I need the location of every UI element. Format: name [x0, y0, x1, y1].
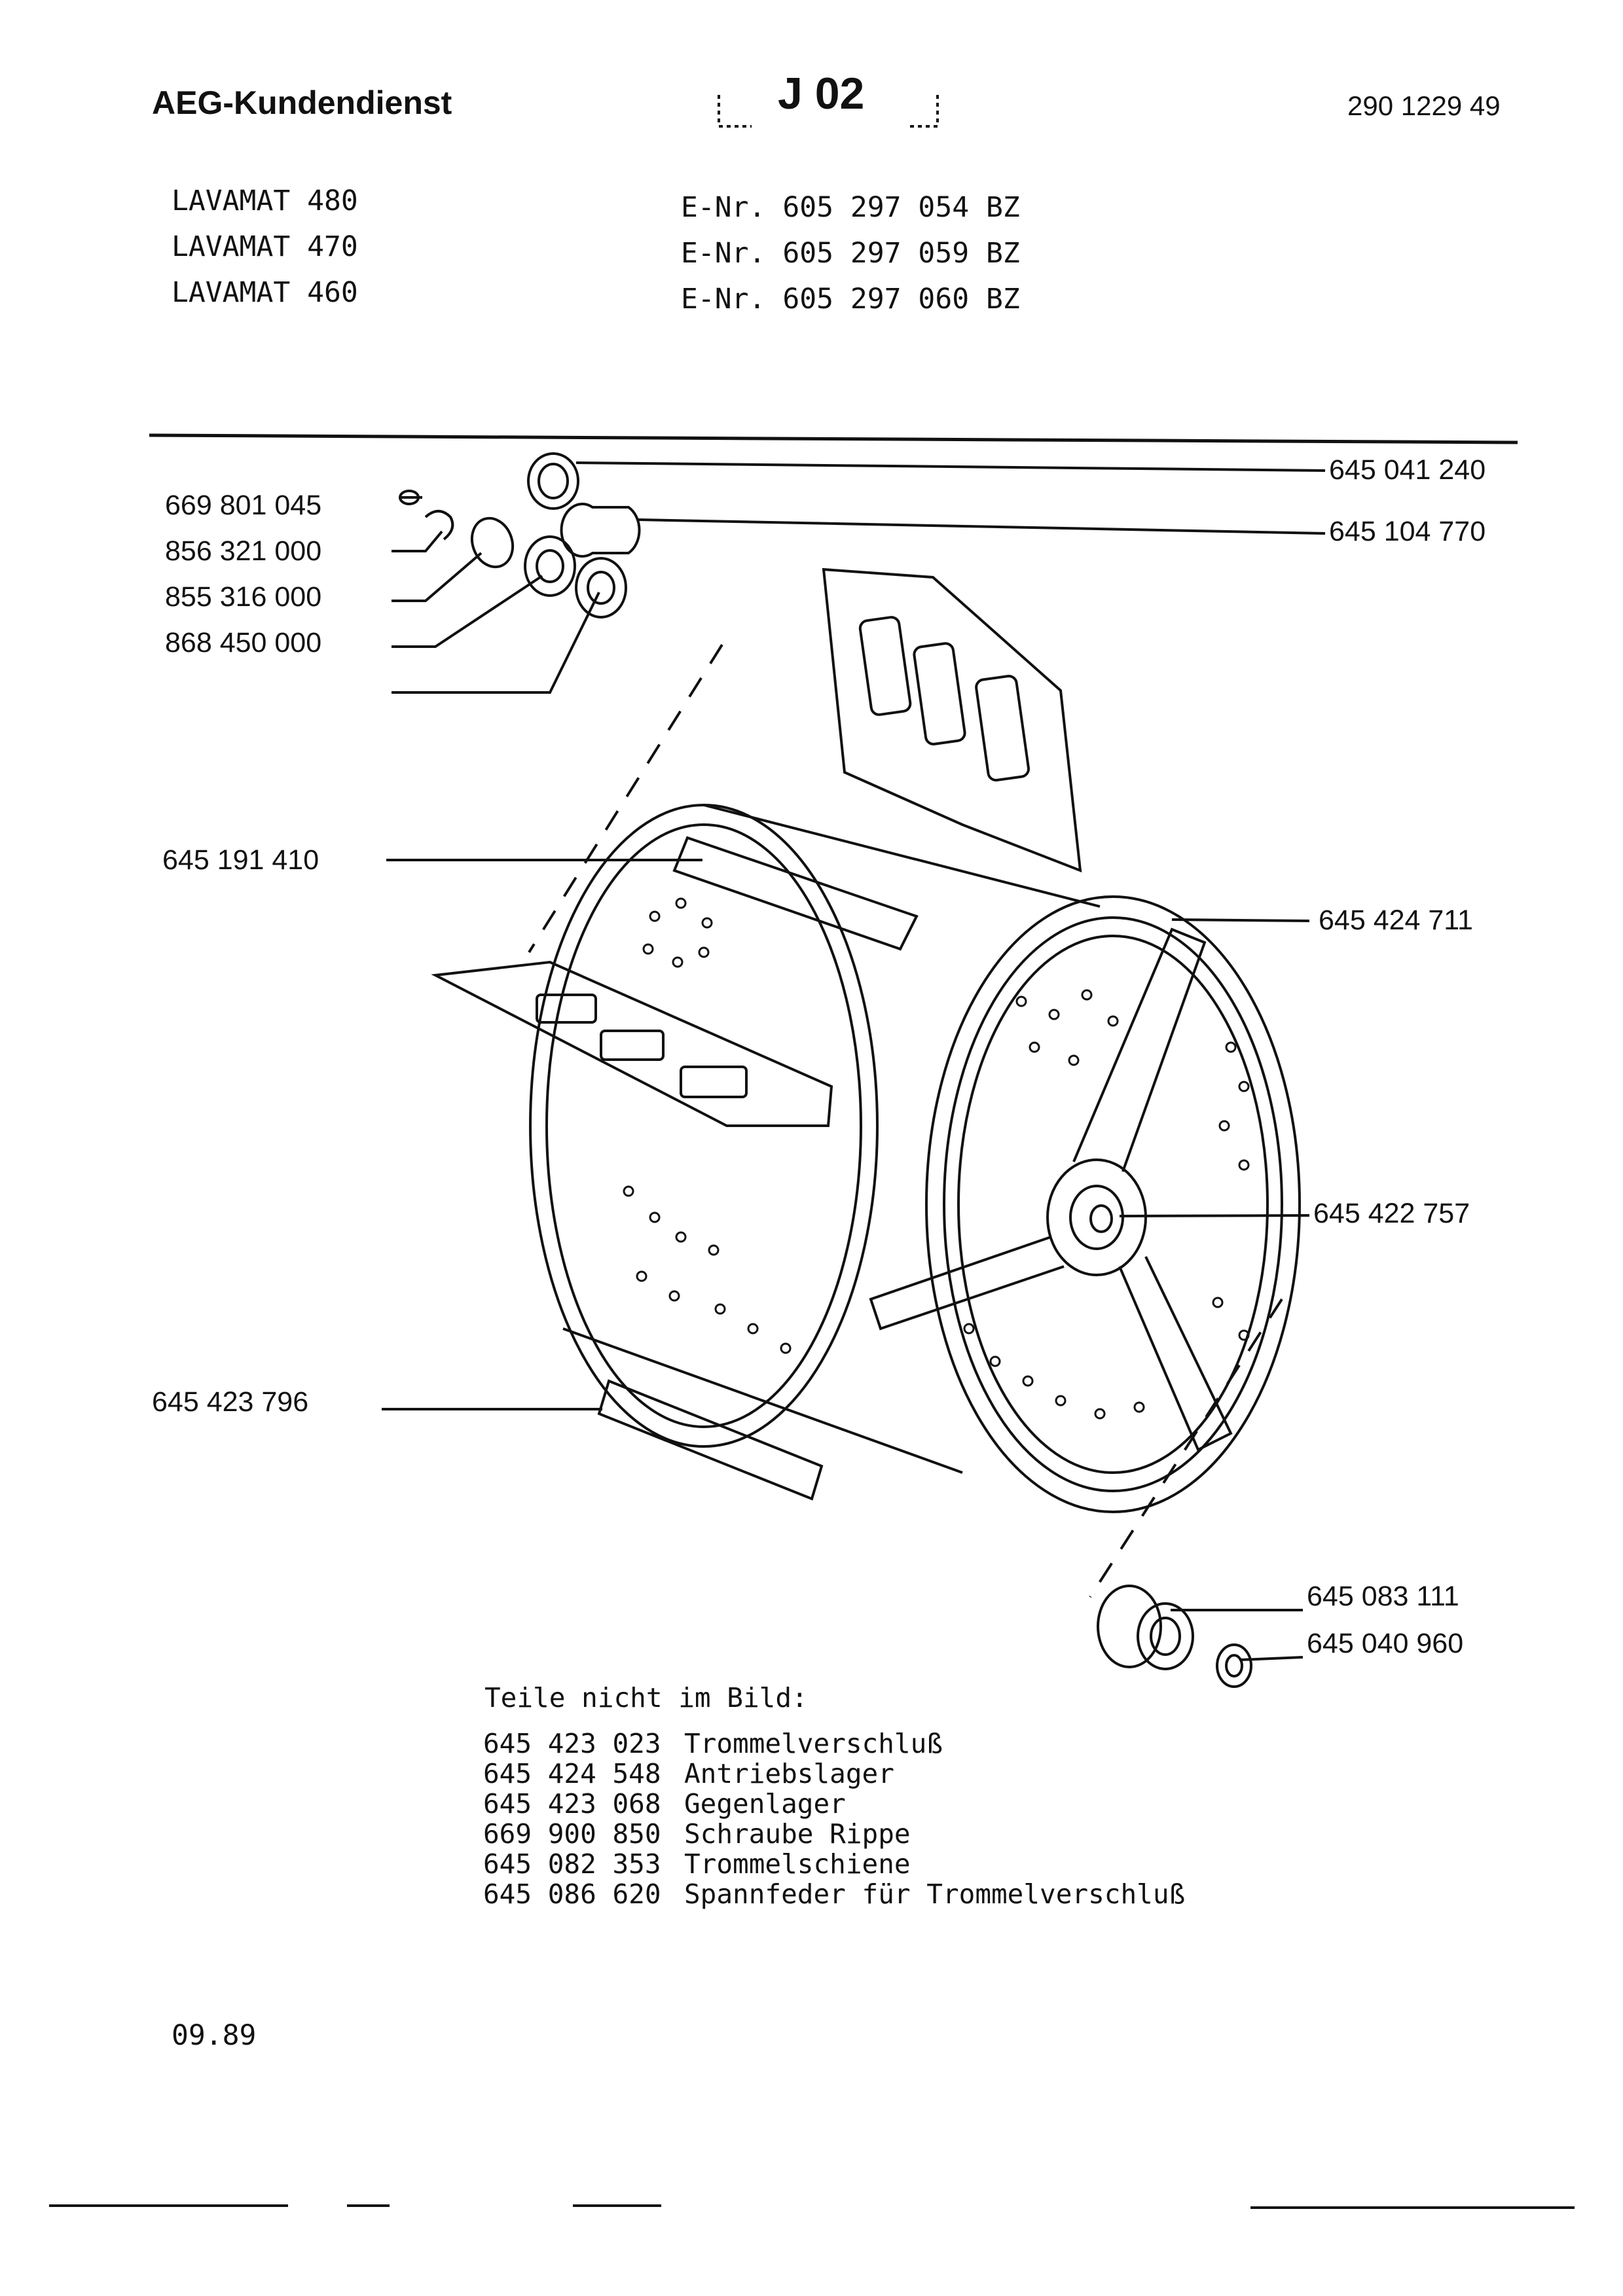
model-enr: E-Nr. 605 297 059 BZ: [681, 237, 1020, 270]
drum-perforations: [623, 897, 1250, 1420]
model-name: LAVAMAT 460: [172, 276, 358, 309]
leader-645104770: [638, 518, 1326, 535]
part-number-label: 855 316 000: [165, 581, 322, 613]
document-number: 290 1229 49: [1347, 90, 1501, 121]
leader-669801045: [392, 530, 443, 552]
spider-arm-top: [1072, 927, 1207, 1172]
leader-868450000: [392, 592, 600, 694]
leader-645422757: [1119, 1214, 1310, 1217]
bearing-two: [575, 557, 627, 619]
leader-645041240: [575, 461, 1326, 472]
circlip-large: [470, 516, 515, 569]
seal-ring: [527, 452, 579, 510]
bearing-one: [524, 535, 576, 597]
part-number-label: 645 041 240: [1329, 454, 1486, 486]
not-shown-title: Teile nicht im Bild:: [484, 1682, 808, 1713]
part-number-label: 645 191 410: [162, 844, 319, 876]
not-shown-name: Trommelverschluß: [684, 1728, 943, 1759]
part-number-label: 645 083 111: [1307, 1581, 1459, 1612]
part-number-label: 645 040 960: [1307, 1628, 1464, 1659]
drum-rib-separate: [597, 1379, 824, 1501]
service-title: AEG-Kundendienst: [152, 84, 452, 121]
page-code: J 02: [778, 69, 865, 118]
not-shown-name: Gegenlager: [684, 1788, 846, 1820]
not-shown-name: Schraube Rippe: [684, 1818, 911, 1850]
assembly-axis-bottom: [1089, 1298, 1283, 1598]
part-number-label: 856 321 000: [165, 535, 322, 567]
header-mark-left: [718, 95, 752, 128]
part-number-label: 868 450 000: [165, 627, 322, 658]
model-enr: E-Nr. 605 297 054 BZ: [681, 191, 1020, 224]
not-shown-number: 645 086 620: [483, 1878, 661, 1910]
hub-flange: [1097, 1585, 1162, 1668]
bushing-part: [560, 503, 641, 558]
drum-door-lower: [431, 960, 833, 1127]
not-shown-name: Spannfeder für Trommelverschluß: [684, 1878, 1186, 1910]
not-shown-name: Antriebslager: [684, 1758, 894, 1789]
leader-856321000: [392, 552, 483, 602]
spider-arm-right: [1118, 1256, 1233, 1452]
not-shown-name: Trommelschiene: [684, 1848, 911, 1880]
not-shown-number: 669 900 850: [483, 1818, 661, 1850]
leader-855316000: [392, 575, 543, 648]
separator-line: [149, 433, 1518, 444]
model-name: LAVAMAT 480: [172, 185, 358, 217]
assembly-axis-top: [528, 643, 723, 954]
model-name: LAVAMAT 470: [172, 230, 358, 263]
part-number-label: 645 422 757: [1313, 1198, 1470, 1229]
drum-front-rim: [925, 895, 1301, 1513]
front-hub: [1046, 1158, 1147, 1276]
not-shown-number: 645 424 548: [483, 1758, 661, 1789]
leader-645424711: [1171, 918, 1310, 922]
drum-door-upper: [822, 567, 1082, 873]
hub-seal: [1216, 1643, 1252, 1688]
spider-arm-left: [869, 1236, 1065, 1331]
part-number-label: 669 801 045: [165, 490, 322, 521]
screw-part: [399, 490, 422, 505]
model-enr: E-Nr. 605 297 060 BZ: [681, 283, 1020, 315]
drum-rib-inner: [672, 836, 919, 951]
not-shown-number: 645 082 353: [483, 1848, 661, 1880]
part-number-label: 645 104 770: [1329, 516, 1486, 547]
circlip-small: [424, 510, 454, 541]
revision-date: 09.89: [172, 2019, 257, 2052]
header-mark-right: [907, 95, 939, 128]
part-number-label: 645 423 796: [152, 1386, 309, 1418]
not-shown-number: 645 423 023: [483, 1728, 661, 1759]
part-number-label: 645 424 711: [1319, 905, 1473, 936]
not-shown-number: 645 423 068: [483, 1788, 661, 1820]
